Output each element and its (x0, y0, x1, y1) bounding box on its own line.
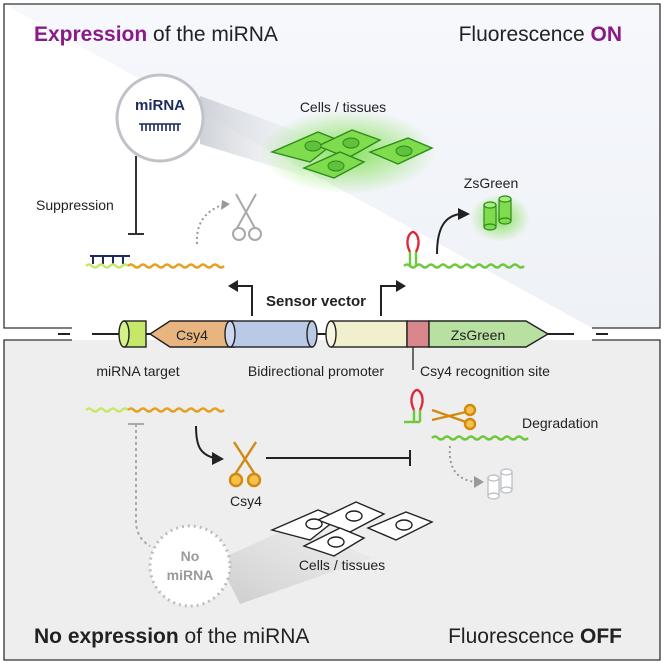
no-mirna-line2: miRNA (167, 567, 214, 583)
zsgreen-protein-icon (470, 194, 530, 242)
csy4-recognition-site-label: Csy4 recognition site (420, 363, 550, 379)
cells-outline-icon (269, 501, 434, 557)
promoter-left-half (229, 320, 313, 348)
top-mrna-target-segment (85, 263, 129, 269)
faded-scissors-icon (232, 193, 262, 241)
bidirectional-promoter-label: Bidirectional promoter (248, 363, 385, 379)
csy4-gene-label: Csy4 (176, 327, 208, 343)
bottom-title: No expression of the miRNA (34, 625, 309, 648)
degraded-zsgreen-mrna (431, 435, 529, 441)
fluorescence-off-status: Fluorescence OFF (448, 625, 622, 648)
promoter-arrow-left-head (228, 280, 238, 292)
promoter-right-half (330, 320, 408, 348)
cleavage-action-arrow (266, 450, 411, 466)
hairpin-icon (406, 230, 420, 266)
sensor-vector-title: Sensor vector (266, 293, 366, 310)
degradation-label: Degradation (522, 415, 598, 431)
translation-arrow (436, 213, 461, 255)
cells-label-top: Cells / tissues (300, 99, 386, 115)
zsgreen-gene (428, 320, 550, 348)
promoter-left-end (306, 320, 318, 348)
glowing-cells-icon (260, 110, 436, 194)
bound-mirna-icon (90, 255, 130, 264)
csy4-recognition-site (406, 320, 430, 348)
blocked-translation-arrow (195, 204, 223, 245)
csy4-scissors-icon (228, 441, 262, 488)
no-mirna-bubble (148, 524, 232, 608)
fluorescence-on-status: Fluorescence ON (459, 23, 622, 46)
top-title: Expression of the miRNA (34, 23, 278, 46)
mirna-strand-icon (139, 123, 181, 131)
cells-label-bottom: Cells / tissues (299, 557, 385, 573)
inactive-suppression-line (128, 423, 151, 547)
suppression-inhibition-arrow (128, 156, 144, 235)
vector-parts (118, 320, 550, 348)
bottom-panel (3, 339, 661, 661)
promoter-arrows (236, 285, 398, 316)
bottom-mrna-csy4-segment (127, 407, 225, 413)
no-mirna-line1: No (181, 548, 200, 564)
suppression-label: Suppression (36, 197, 114, 213)
no-translation-arrow (448, 445, 477, 483)
zsgreen-protein-label: ZsGreen (464, 175, 518, 191)
zsgreen-gene-label: ZsGreen (451, 327, 505, 343)
blocked-arrow-head (221, 200, 230, 210)
top-mrna-csy4-segment (127, 263, 225, 269)
promoter-left-cap (224, 320, 236, 348)
csy4-translation-arrow-head (212, 452, 224, 465)
translation-arrow-head (458, 208, 470, 220)
promoter-right-cap (325, 320, 337, 348)
cleaving-scissors-icon (431, 403, 477, 431)
mirna-bubble (115, 73, 205, 163)
mirna-bubble-label: miRNA (135, 97, 185, 114)
mirna-target-label: miRNA target (96, 363, 179, 379)
absent-zsgreen-icon (487, 468, 513, 500)
csy4-translation-arrow (195, 425, 215, 459)
csy4-gene (148, 320, 235, 348)
bottom-mrna-target-segment (85, 407, 129, 413)
top-zsgreen-mrna (403, 263, 525, 269)
cut-hairpin-icon (404, 388, 424, 424)
promoter-arrow-right-head (396, 280, 406, 292)
csy4-enzyme-label: Csy4 (230, 493, 262, 509)
mirna-target-cap (118, 320, 130, 348)
no-translation-arrow-head (474, 476, 484, 488)
